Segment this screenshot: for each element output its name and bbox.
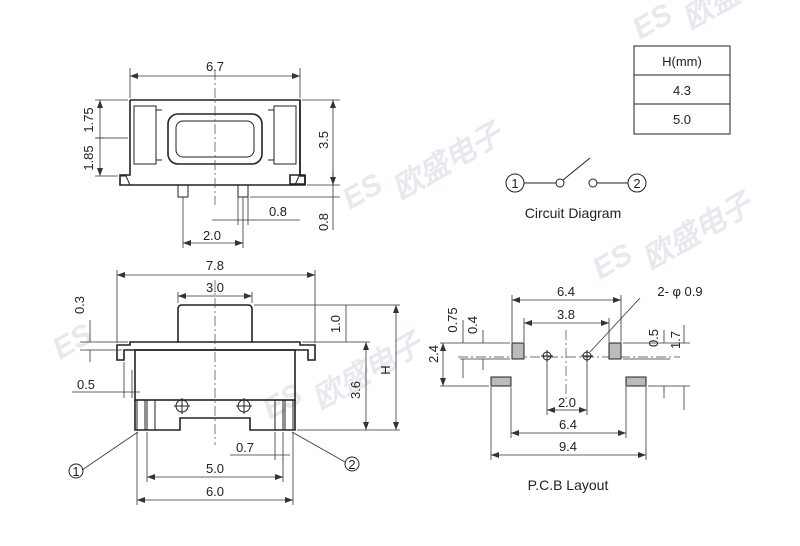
callout-pin2-text: 2: [348, 457, 355, 472]
dim-right-h: 3.5: [316, 131, 331, 149]
top-plate: [116, 341, 316, 361]
pcb-label: P.C.B Layout: [528, 477, 609, 493]
hole-note: 2- φ 0.9: [657, 284, 702, 299]
watermark-mark: ES: [337, 167, 388, 216]
dim-right-h2: 1.7: [668, 331, 683, 349]
pad-lower-left: [490, 376, 512, 387]
pin-left: [177, 184, 189, 198]
dim-body-h: 3.6: [348, 381, 363, 399]
pad-upper-right: [608, 342, 622, 360]
dim-lead-w: 0.5: [77, 377, 95, 392]
watermark-mark: ES: [587, 237, 638, 286]
pin-lead-right-2: [284, 399, 294, 431]
contact-right: [588, 178, 598, 188]
pcb-layout: 2- φ 0.9 6.4 3.8 2.4 0.75 0.4 0.5 1.7: [426, 284, 703, 493]
right-terminal: [273, 105, 297, 165]
watermark-cn: 欧盛电子: [307, 326, 430, 416]
callout-pin1-text: 1: [72, 464, 79, 479]
dim-hole-spacing: 5.0: [206, 461, 224, 476]
dim-lower-h: 1.85: [81, 145, 96, 170]
left-terminal: [133, 105, 157, 165]
dim-pin-spacing: 2.0: [203, 228, 221, 243]
pad-upper-left: [511, 342, 525, 360]
pin-lead-left-2: [146, 399, 156, 431]
pin-lead-left: [136, 399, 146, 431]
circuit-label: Circuit Diagram: [525, 205, 621, 221]
circuit-pin1: 1: [511, 176, 518, 191]
dim-lower-span: 6.4: [559, 417, 577, 432]
body: [134, 349, 296, 401]
table-row: 4.3: [673, 83, 691, 98]
callout-pin2: [344, 456, 360, 472]
watermark-cn: 欧盛电子: [387, 116, 510, 206]
dim-foot-h: 0.8: [316, 213, 331, 231]
dim-width: 6.7: [206, 59, 224, 74]
dim-button-h: 1.0: [328, 315, 343, 333]
dim-pad-h1: 0.75: [445, 307, 460, 332]
pin2-circle: [627, 173, 647, 193]
switch-arm: [562, 157, 591, 181]
pad-lower-right: [625, 376, 647, 387]
dim-center-span: 2.0: [558, 395, 576, 410]
dim-total-h: 2.4: [426, 345, 441, 363]
table-row: 5.0: [673, 112, 691, 127]
watermark-cn: 欧盛电子: [637, 186, 760, 276]
dim-right-h1: 0.5: [646, 329, 661, 347]
dim-upper-span: 6.4: [557, 284, 575, 299]
body-outer: [119, 100, 306, 186]
dim-button-w: 3.0: [206, 280, 224, 295]
height-table: H(mm) 4.3 5.0: [633, 45, 731, 135]
pin-lead-right: [274, 399, 284, 431]
top-view: 6.7 1.75 1.85 3.5 0.8 0.8 2.0: [81, 59, 340, 248]
watermark-cn: 欧盛电子: [677, 0, 800, 36]
dim-pad-h2: 0.4: [465, 316, 480, 334]
callout-pin1: [68, 463, 84, 479]
dim-pin-w: 0.7: [236, 440, 254, 455]
dim-upper-h: 1.75: [81, 107, 96, 132]
dim-side-width: 7.8: [206, 258, 224, 273]
side-view: 7.8 3.0 0.3 0.5 1.0 3.6 H 0.7: [68, 258, 400, 505]
dim-total-h: H: [378, 365, 393, 374]
pin-right: [237, 184, 249, 198]
circuit-diagram: 1 2 Circuit Diagram: [505, 157, 647, 221]
watermark-mark: ES: [627, 0, 678, 46]
table-frame: [633, 45, 731, 135]
dim-top-gap: 0.3: [72, 296, 87, 314]
dim-outer-span: 9.4: [559, 439, 577, 454]
circuit-pin2: 2: [633, 176, 640, 191]
dim-base-w: 6.0: [206, 484, 224, 499]
dim-inner-span: 3.8: [557, 307, 575, 322]
contact-left: [555, 178, 565, 188]
dim-pin-w: 0.8: [269, 204, 287, 219]
table-header: H(mm): [662, 54, 702, 69]
